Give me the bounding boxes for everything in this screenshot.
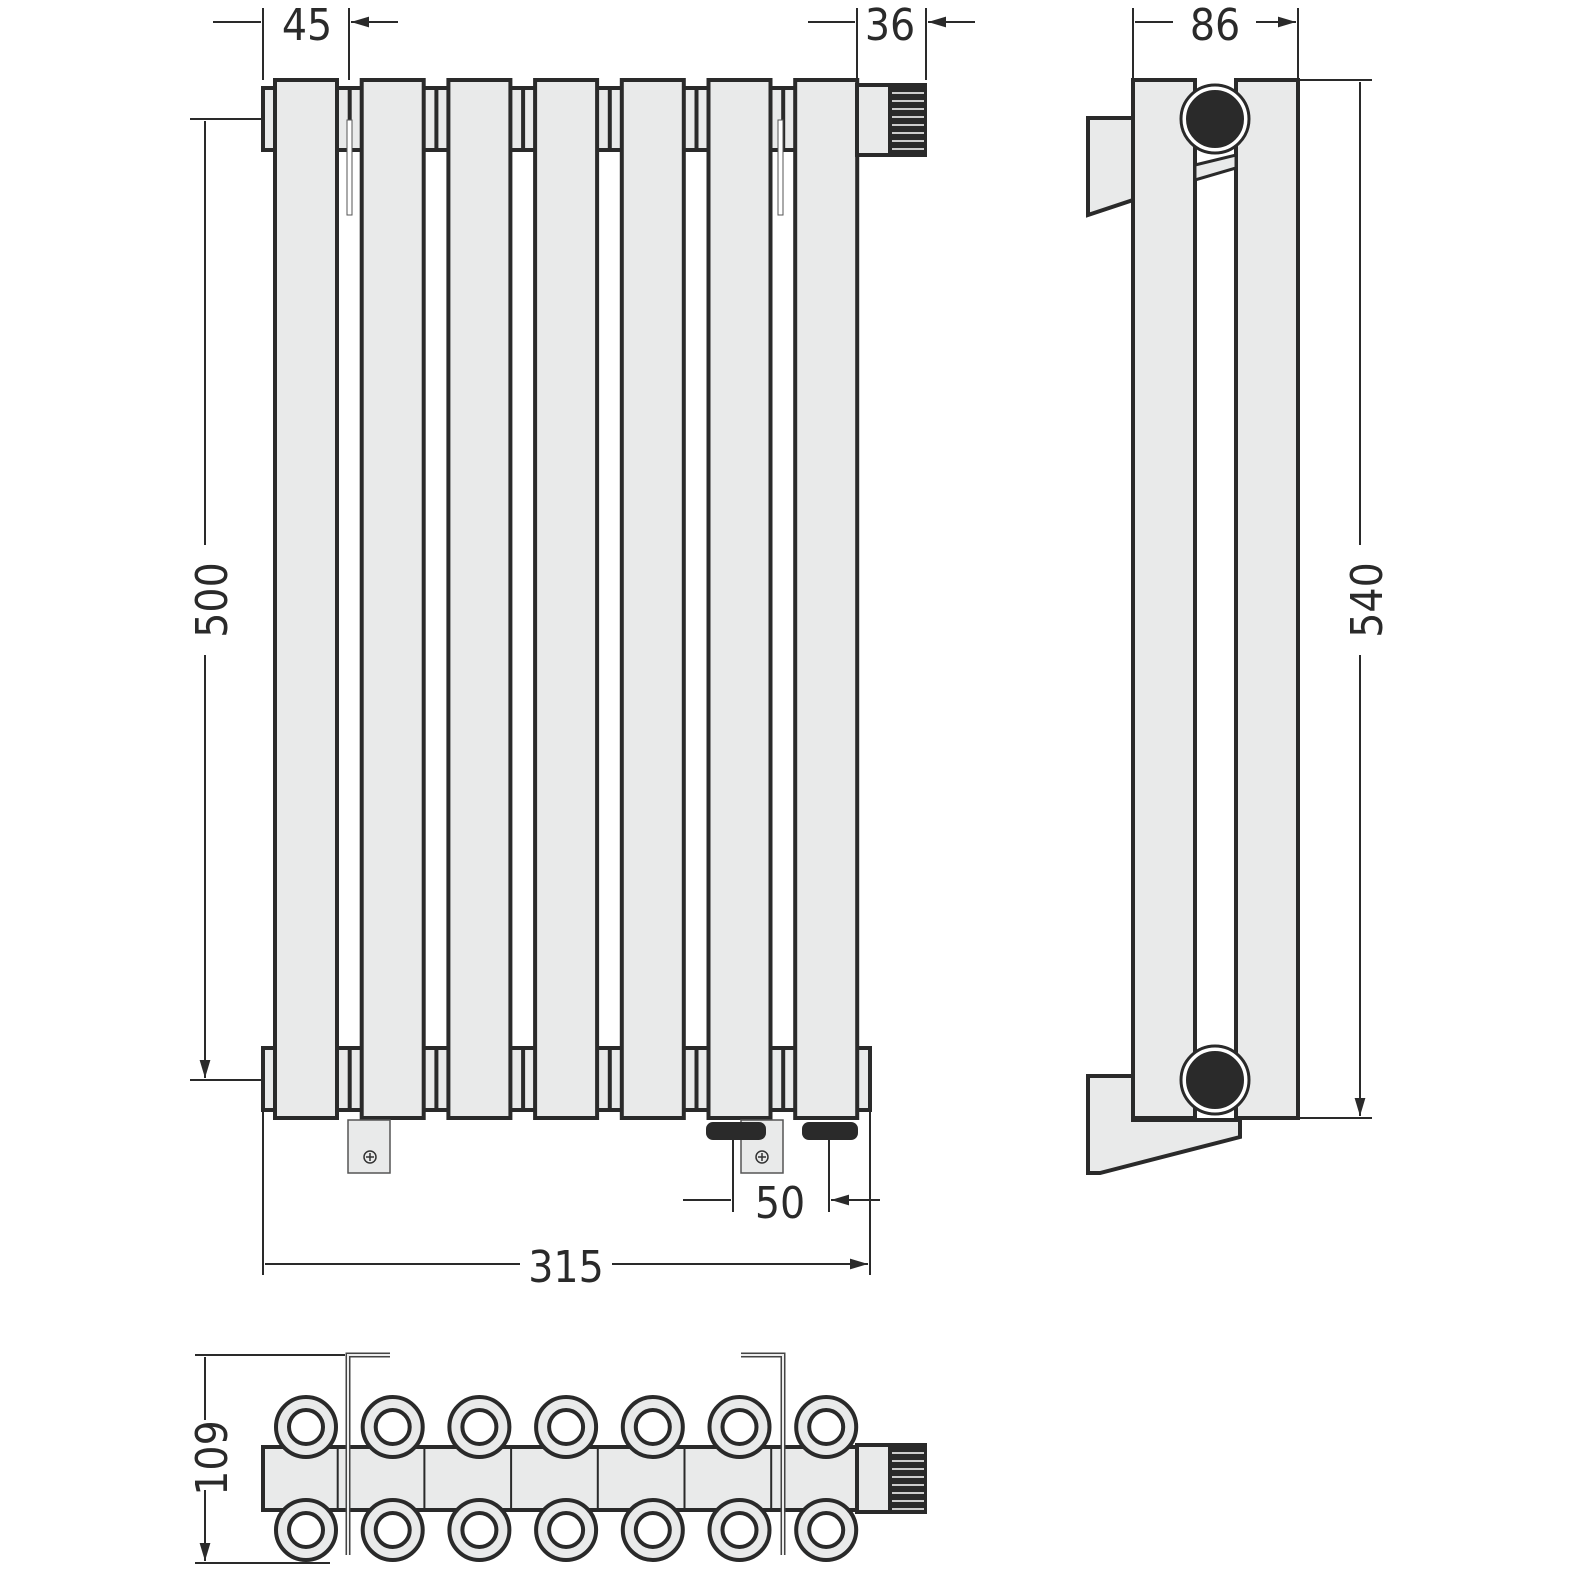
- column-bore: [633, 1511, 672, 1549]
- radiator-column: [619, 78, 686, 1120]
- radiator-column: [793, 78, 860, 1120]
- column-bore: [287, 1511, 325, 1549]
- radiator-column: [273, 78, 339, 1120]
- dim-depth: 86: [1190, 0, 1240, 51]
- column-bore: [807, 1408, 846, 1446]
- dim-total-width: 315: [528, 1242, 604, 1293]
- column-bore: [547, 1511, 586, 1549]
- screw-icon: [755, 1150, 769, 1164]
- top-view: [195, 1352, 927, 1563]
- column-bore: [547, 1408, 586, 1446]
- connection-nipple-2: [802, 1122, 858, 1140]
- side-bracket-top: [1086, 116, 1135, 218]
- screw-icon: [363, 1150, 377, 1164]
- radiator-column: [706, 78, 773, 1120]
- dim-bracket-depth: 109: [187, 1420, 238, 1496]
- column-bore: [720, 1511, 759, 1549]
- wall-bracket-left: [347, 1119, 391, 1174]
- column-bore: [807, 1511, 846, 1549]
- dim-connection-spacing: 50: [755, 1178, 805, 1229]
- dim-total-height: 540: [1342, 562, 1393, 638]
- dim-axis-height: 500: [187, 562, 238, 638]
- column-bore: [373, 1511, 412, 1549]
- radiator-column: [446, 78, 513, 1120]
- bracket-top-right: [777, 119, 784, 216]
- column-bore: [373, 1408, 412, 1446]
- dim-valve-length: 36: [865, 0, 915, 51]
- bracket-top-left: [346, 119, 353, 216]
- valve-top-view: [855, 1443, 927, 1514]
- dim-column-pitch: 45: [282, 0, 332, 51]
- front-view: [261, 78, 927, 1174]
- front-panel: [1234, 78, 1300, 1120]
- valve-top: [855, 83, 927, 157]
- column-bore: [460, 1408, 499, 1446]
- rear-panel: [1131, 78, 1197, 1120]
- column-bore: [633, 1408, 672, 1446]
- connection-nipple-1: [706, 1122, 766, 1140]
- column-bore: [720, 1408, 759, 1446]
- radiator-column: [359, 78, 426, 1120]
- pipe-top: [1182, 86, 1248, 152]
- dimension-lines: [190, 8, 975, 1275]
- column-bore: [287, 1408, 325, 1446]
- column-bore: [460, 1511, 499, 1549]
- pipe-bottom: [1182, 1047, 1248, 1113]
- side-view: [1086, 8, 1372, 1175]
- radiator-column: [533, 78, 600, 1120]
